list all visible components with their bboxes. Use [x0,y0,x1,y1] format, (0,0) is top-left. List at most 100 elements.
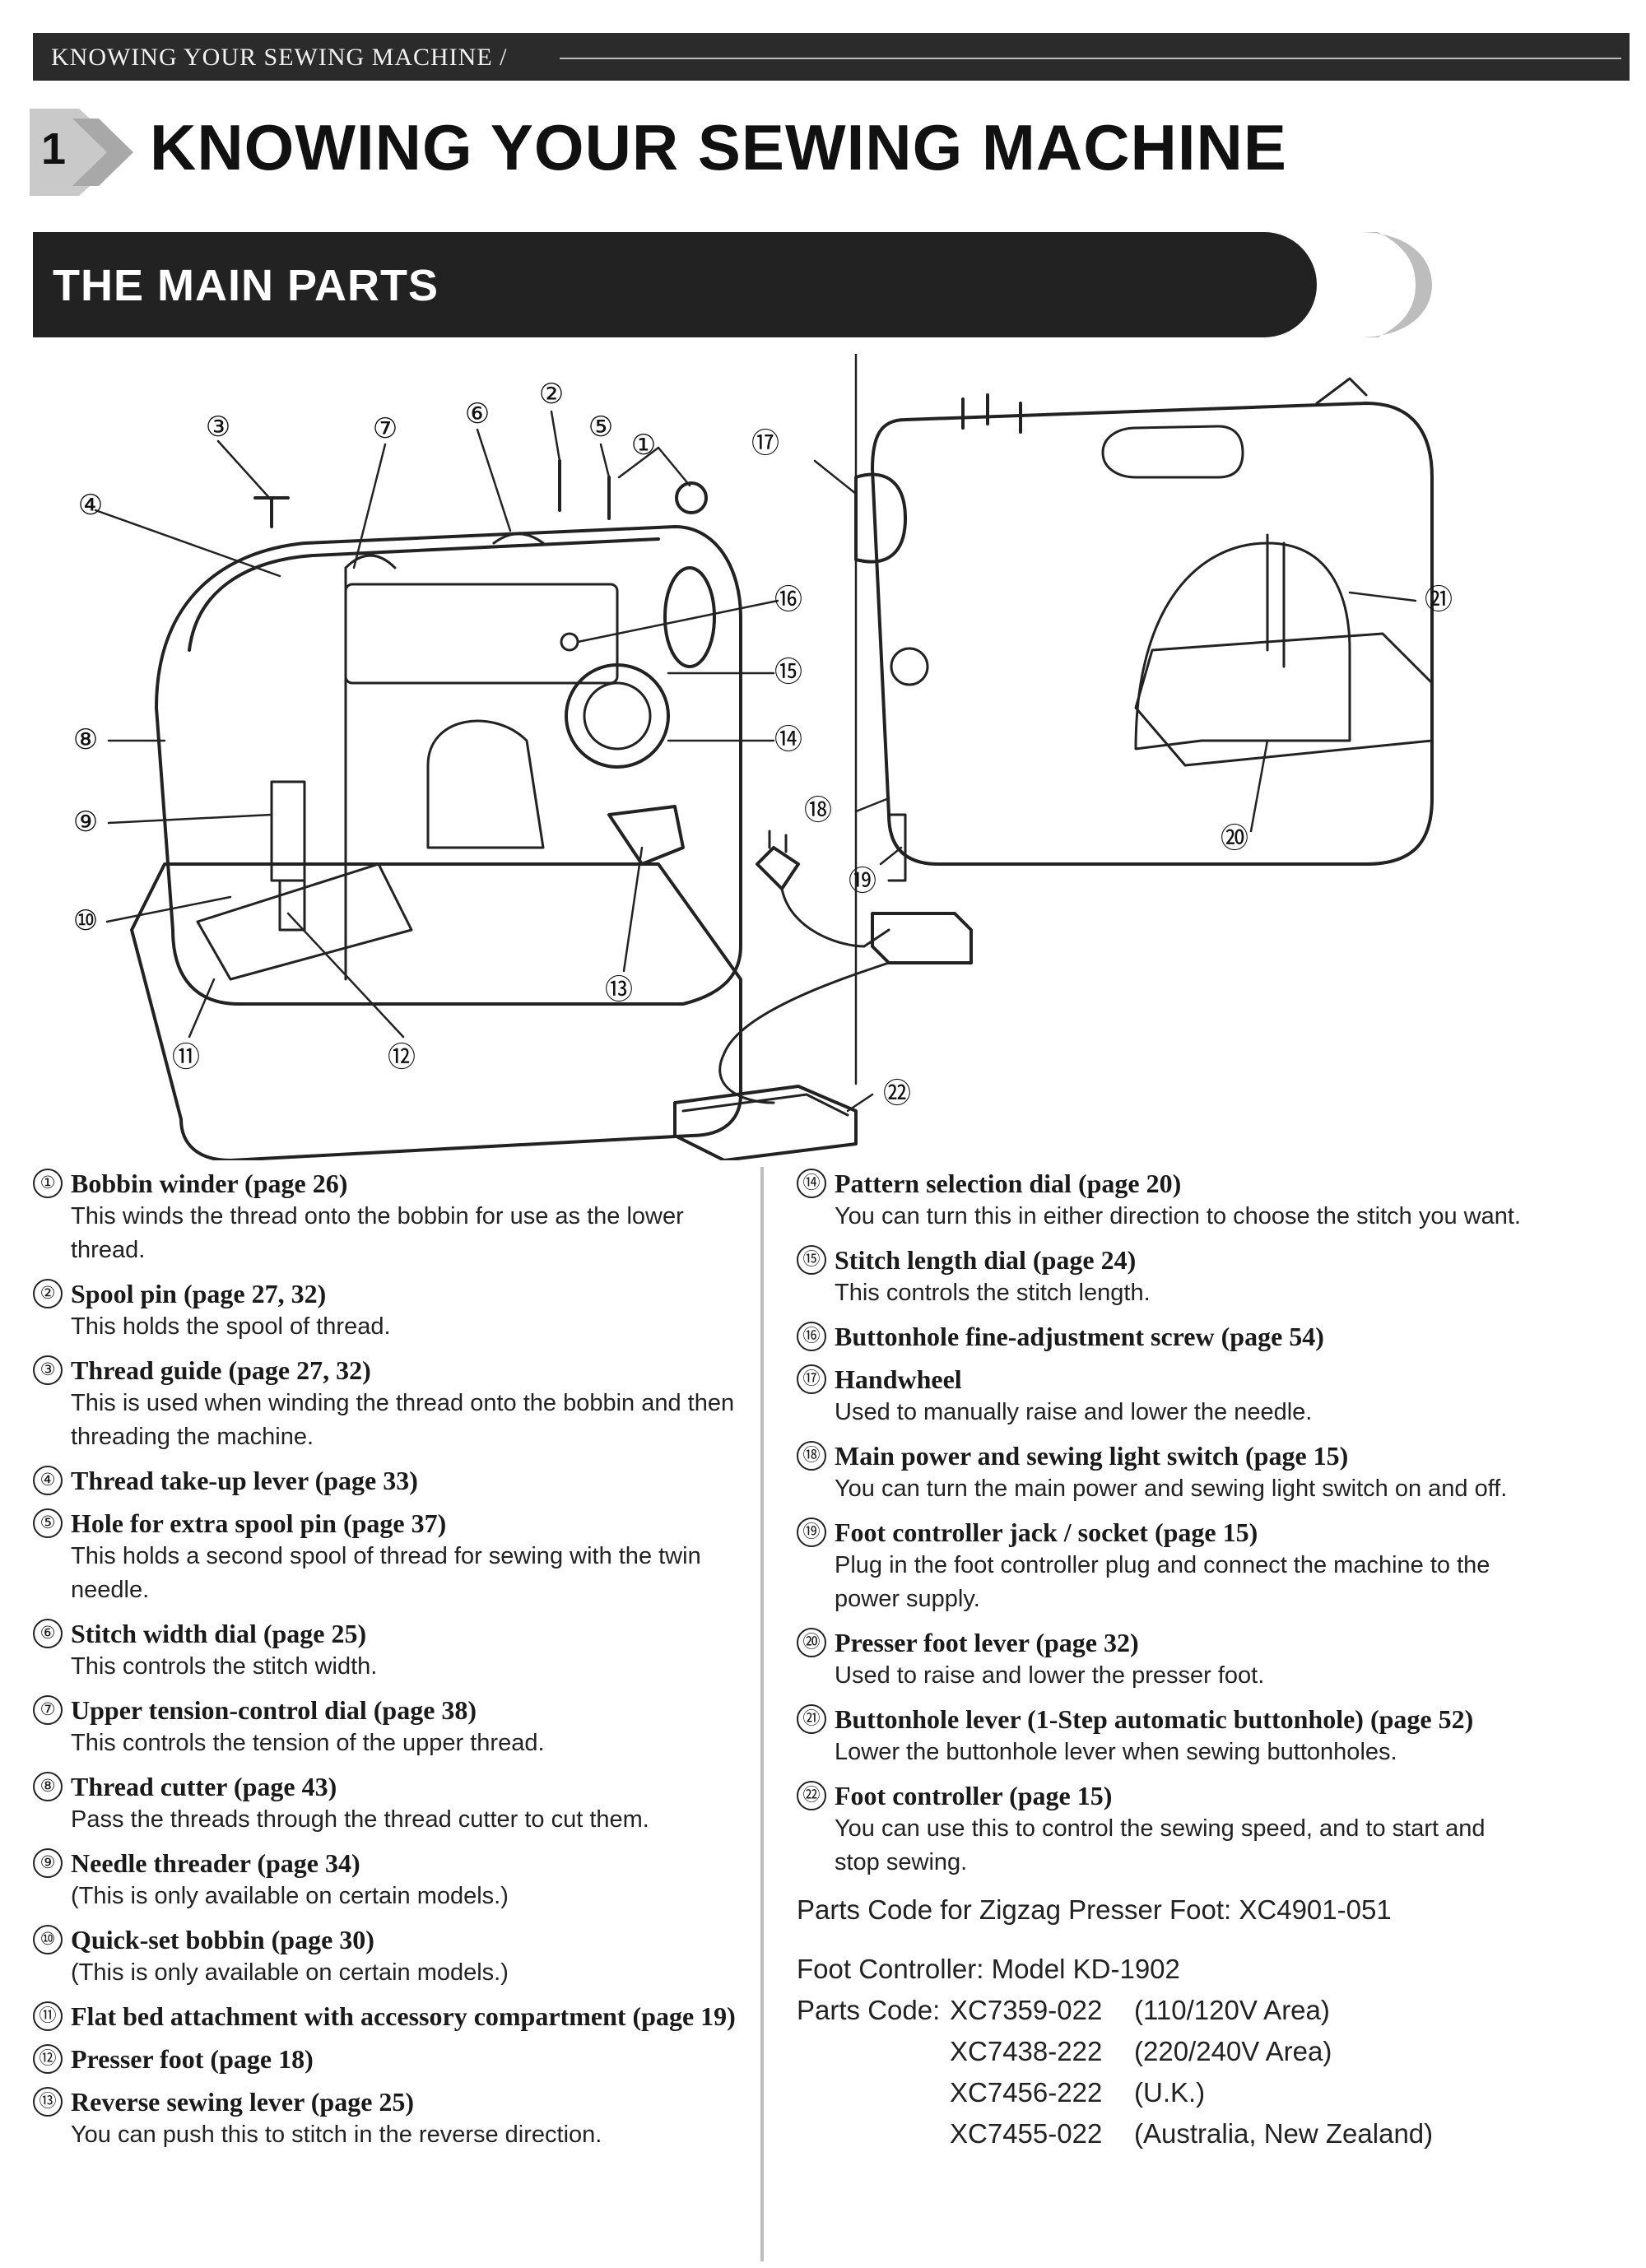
part-item: ⑧ Thread cutter (page 43) Pass the threads… [33,1770,741,1837]
parts-code-area: (110/120V Area) [1134,1995,1330,2025]
part-description: (This is only available on certain model… [71,1959,509,1986]
part-number: ⑭ [797,1169,826,1198]
part-description: This holds the spool of thread. [71,1313,391,1340]
callout-5: ⑤ [588,411,613,443]
callout-15: ⑮ [774,657,802,688]
banner-hook-icon [1358,232,1432,337]
callout-4: ④ [78,490,103,521]
part-item: ⑫ Presser foot (page 18) [33,2043,741,2075]
part-description: Pass the threads through the thread cutt… [71,1806,649,1833]
parts-code-area: (Australia, New Zealand) [1134,2118,1434,2149]
presser-foot-code: Parts Code for Zigzag Presser Foot: XC49… [797,1894,1392,1925]
parts-code: XC7455-022 [950,2118,1103,2149]
parts-code: XC7456-222 [950,2077,1103,2108]
parts-list-right: ⑭ Pattern selection dial (page 20) You can… [797,1167,1521,2154]
parts-code-label: Parts Code: [797,1995,941,2025]
parts-code-area: (220/240V Area) [1134,2036,1332,2066]
part-description: This controls the tension of the upper t… [71,1730,545,1756]
part-name: Spool pin (page 27, 32) [71,1279,327,1308]
part-number: ⑲ [797,1517,826,1547]
part-number: ② [33,1279,63,1308]
part-name: Hole for extra spool pin (page 37) [71,1508,447,1538]
part-number: ㉒ [797,1781,826,1810]
part-number: ⑰ [797,1364,826,1394]
part-number: ⑱ [797,1441,826,1471]
foot-controller-model: Foot Controller: Model KD-1902 [797,1954,1180,1984]
callout-2: ② [539,379,564,410]
part-number: ③ [33,1355,63,1385]
callout-3: ③ [206,411,230,443]
callout-1: ① [631,430,656,461]
section-banner: THE MAIN PARTS [33,232,1317,337]
parts-code-table: Parts Code:XC7359-022(110/120V Area)XC74… [797,1990,1521,2154]
part-description: This controls the stitch length. [835,1280,1151,1306]
front-reverse-lever [607,805,685,866]
callout-22: ㉒ [883,1078,911,1109]
part-name: Bobbin winder (page 26) [71,1169,348,1198]
chapter-heading: 1 KNOWING YOUR SEWING MACHINE [30,104,1346,201]
part-name: Reverse sewing lever (page 25) [71,2087,415,2117]
header-bar: KNOWING YOUR SEWING MACHINE / [33,33,1630,81]
part-number: ⑯ [797,1322,826,1351]
part-name: Needle threader (page 34) [71,1848,360,1878]
front-arm-opening [426,719,545,849]
part-name: Flat bed attachment with accessory compa… [71,2001,736,2031]
part-name: Thread cutter (page 43) [71,1772,337,1801]
part-name: Stitch length dial (page 24) [835,1245,1137,1275]
chapter-title: KNOWING YOUR SEWING MACHINE [150,111,1287,184]
breadcrumb: KNOWING YOUR SEWING MACHINE / [51,44,508,71]
part-number: ⑫ [33,2044,63,2074]
part-name: Foot controller jack / socket (page 15) [835,1517,1258,1547]
power-plug [756,846,800,890]
part-description: This winds the thread onto the bobbin fo… [71,1203,684,1263]
parts-code-row: XC7456-222(U.K.) [797,2072,1521,2113]
callout-16: ⑯ [774,584,802,616]
parts-list-right-items: ⑭ Pattern selection dial (page 20) You can… [797,1167,1521,1880]
part-number: ⑧ [33,1772,63,1801]
side-machine-body [871,402,1434,866]
part-item: ④ Thread take-up lever (page 33) [33,1464,741,1497]
column-divider [760,1167,764,2261]
part-item: ⑱ Main power and sewing light switch (pag… [797,1439,1521,1506]
part-item: ② Spool pin (page 27, 32) This holds the s… [33,1277,741,1344]
part-number: ⑩ [33,1925,63,1954]
callout-11: ⑪ [172,1042,200,1073]
part-description: This holds a second spool of thread for … [71,1543,701,1603]
part-description: You can use this to control the sewing s… [835,1815,1486,1875]
parts-codes: Parts Code for Zigzag Presser Foot: XC49… [797,1889,1521,2154]
part-description: This controls the stitch width. [71,1653,378,1680]
side-arm-opening [1134,541,1351,751]
part-number: ⑪ [33,2001,63,2031]
part-description: You can push this to stitch in the rever… [71,2122,602,2148]
header-rule [560,58,1621,59]
part-description: You can turn this in either direction to… [835,1203,1521,1229]
parts-code: XC7438-222 [950,2036,1103,2066]
chapter-arrow-icon [30,109,133,196]
part-name: Quick-set bobbin (page 30) [71,1925,374,1954]
callout-12: ⑫ [388,1042,416,1073]
part-name: Pattern selection dial (page 20) [835,1169,1182,1198]
section-title: THE MAIN PARTS [53,261,439,310]
cord-connector [871,912,973,964]
callout-13: ⑬ [605,974,633,1006]
part-name: Main power and sewing light switch (page… [835,1441,1349,1471]
part-number: ⑮ [797,1245,826,1275]
part-name: Thread take-up lever (page 33) [71,1466,418,1495]
part-number: ④ [33,1466,63,1495]
part-name: Presser foot (page 18) [71,2044,314,2074]
part-item: ⑲ Foot controller jack / socket (page 15)… [797,1516,1521,1616]
part-description: You can turn the main power and sewing l… [835,1476,1508,1502]
side-handwheel [854,472,907,564]
callout-21: ㉑ [1425,584,1453,616]
machine-illustration: ① ② ③ ④ ⑤ ⑥ ⑦ ⑧ ⑨ ⑩ ⑪ ⑫ ⑬ ⑭ ⑮ ⑯ ⑰ ⑱ ⑲ ⑳ … [73,354,1453,1160]
front-pattern-dial [565,663,670,769]
part-description: Plug in the foot controller plug and con… [835,1552,1490,1612]
part-description: (This is only available on certain model… [71,1883,509,1909]
